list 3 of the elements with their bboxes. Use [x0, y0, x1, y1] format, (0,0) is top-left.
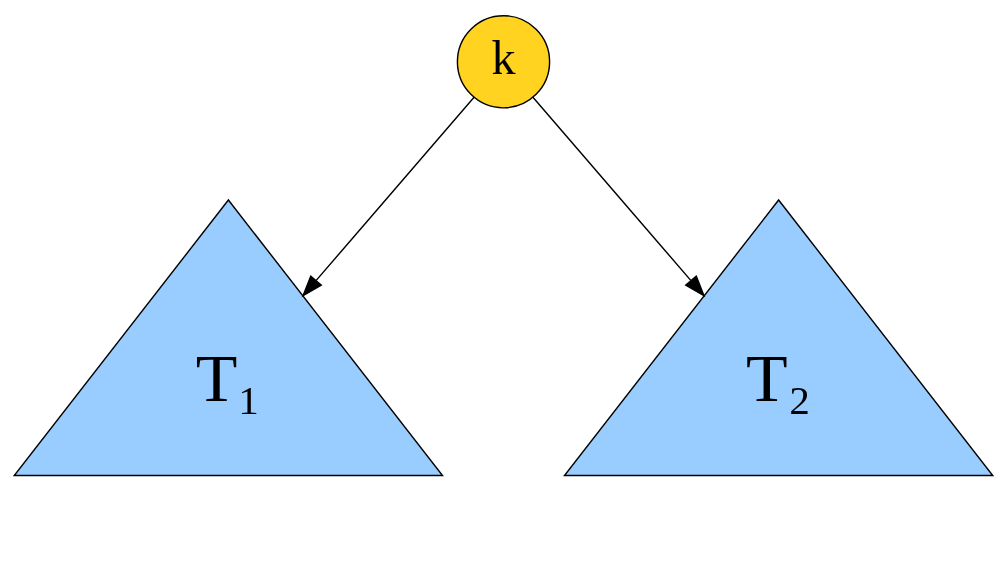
- arrow: [301, 96, 475, 297]
- node-circle: k: [456, 14, 551, 109]
- arrow: [532, 96, 706, 297]
